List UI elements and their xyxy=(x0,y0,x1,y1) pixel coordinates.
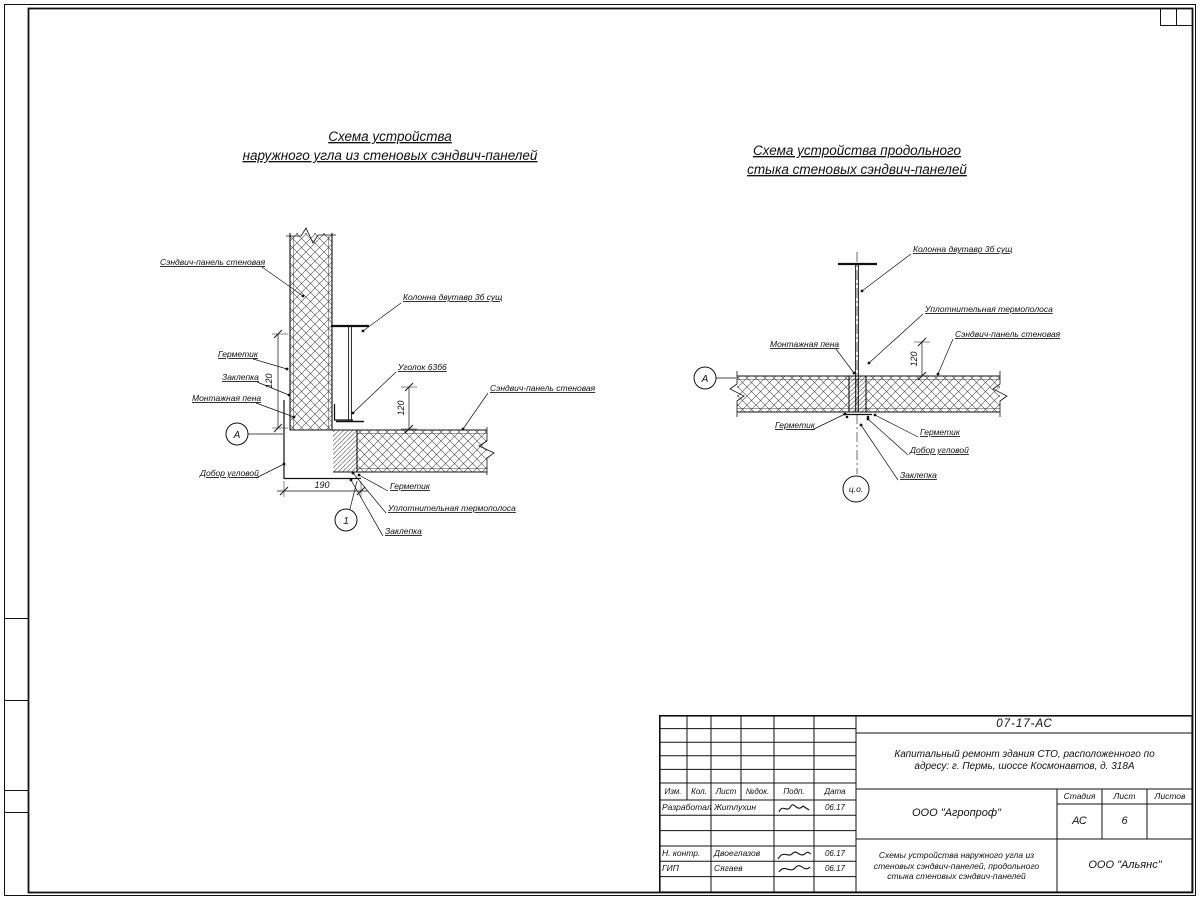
label-corner-trim: Добор угловой xyxy=(199,468,259,478)
title-block-grid xyxy=(659,715,1193,893)
marker-node-a: А xyxy=(233,430,241,441)
corner-detail-leaders xyxy=(252,266,489,537)
label-column-beam-right: Колонна двутавр 3б сущ xyxy=(913,244,1012,254)
tb-sheet-title: Схемы устройства наружного угла из стено… xyxy=(873,850,1040,882)
tb-header-ndok: №док. xyxy=(745,786,770,796)
tb-role-developer: Разработал xyxy=(662,802,712,813)
tb-signature-gip xyxy=(774,861,814,876)
dim-120-left: 120 xyxy=(264,373,274,388)
marker-node-1: 1 xyxy=(343,516,349,527)
label-sealant-left-right: Герметик xyxy=(775,420,816,430)
joint-detail-diagram: Схема устройства продольного стыка стено… xyxy=(693,143,1061,503)
tb-header-kol: Кол. xyxy=(691,786,707,796)
tb-header-data: Дата xyxy=(824,786,846,796)
corner-detail-geometry xyxy=(283,227,495,480)
tb-stage-header: Стадия xyxy=(1063,791,1096,802)
left-title-line2: наружного угла из стеновых сэндвич-панел… xyxy=(243,148,538,163)
corner-detail-diagram: Схема устройства наружного угла из стено… xyxy=(160,129,596,537)
right-title-line1: Схема устройства продольного xyxy=(753,143,962,158)
label-sandwich-panel-right: Сэндвич-панель стеновая xyxy=(490,383,596,393)
tb-name-ncontrol: Двоеглазов xyxy=(714,848,761,859)
tb-name-gip: Сягаев xyxy=(714,863,743,874)
dim-120-thickness: 120 xyxy=(909,351,919,366)
label-sealant-right-right: Герметик xyxy=(920,427,961,437)
label-corner-trim-right: Добор угловой xyxy=(909,445,969,455)
right-title-line2: стыка стеновых сэндвич-панелей xyxy=(747,162,967,177)
joint-detail-dimensions xyxy=(914,337,930,381)
tb-name-developer: Житлухин xyxy=(714,802,757,813)
label-thermal-strip-right: Уплотнительная термополоса xyxy=(924,304,1053,314)
dim-120-right: 120 xyxy=(396,400,406,415)
joint-detail-markers xyxy=(693,366,870,503)
tb-header-izm: Изм. xyxy=(664,786,682,796)
title-block: Изм. Кол. Лист №док. Подп. Дата Разработ… xyxy=(659,715,1193,893)
tb-date-developer: 06.17 xyxy=(824,802,846,812)
tb-date-gip: 06.17 xyxy=(824,863,846,873)
tb-doc-code: 07-17-АС xyxy=(996,717,1053,730)
marker-node-co: ц.о. xyxy=(849,484,863,494)
label-mounting-foam: Монтажная пена xyxy=(192,393,261,403)
label-rivet-left: Заклепка xyxy=(222,372,259,382)
sheet-frame xyxy=(4,4,1196,896)
tb-header-list: Лист xyxy=(715,786,737,796)
joint-detail-leaders xyxy=(811,253,954,481)
tb-org-bottom: ООО "Альянс" xyxy=(1088,859,1162,872)
label-sandwich-panel-joint: Сэндвич-панель стеновая xyxy=(955,329,1061,339)
label-thermal-strip: Уплотнительная термополоса xyxy=(387,503,516,513)
tb-org-top: ООО "Агропроф" xyxy=(911,807,1001,820)
tb-header-podp: Подп. xyxy=(783,786,805,796)
corner-detail-dimensions xyxy=(272,329,417,497)
signature-icon xyxy=(778,803,810,812)
tb-stage-value: АС xyxy=(1072,814,1087,827)
signature-icon xyxy=(777,851,811,859)
tb-signature-developer xyxy=(774,800,814,815)
label-sealant-left: Герметик xyxy=(218,349,259,359)
marker-node-a-right: А xyxy=(701,374,709,385)
label-sandwich-panel-top: Сэндвич-панель стеновая xyxy=(160,257,266,267)
label-mounting-foam-right: Монтажная пена xyxy=(770,339,839,349)
tb-sheet-value: 6 xyxy=(1121,814,1128,827)
label-column-beam: Колонна двутавр 3б сущ xyxy=(403,292,502,302)
label-angle-63: Уголок 63б6 xyxy=(397,362,447,372)
tb-signature-ncontrol xyxy=(774,846,814,861)
label-rivet-bottom: Заклепка xyxy=(385,526,422,536)
tb-date-ncontrol: 06.17 xyxy=(824,848,846,858)
tb-sheets-total-value xyxy=(1147,804,1193,839)
tb-sheets-total-header: Листов xyxy=(1154,791,1186,802)
tb-sheet-header: Лист xyxy=(1113,791,1136,802)
signature-icon xyxy=(778,864,811,872)
left-title-line1: Схема устройства xyxy=(328,129,452,144)
dim-190-bottom: 190 xyxy=(314,480,329,490)
label-sealant-bottom: Герметик xyxy=(390,481,431,491)
label-rivet-right: Заклепка xyxy=(900,470,937,480)
corner-detail-markers xyxy=(225,422,358,532)
tb-role-ncontrol: Н. контр. xyxy=(662,848,701,859)
tb-role-gip: ГИП xyxy=(662,863,679,874)
joint-detail-geometry xyxy=(729,252,1008,474)
tb-project-name: Капитальный ремонт здания СТО, расположе… xyxy=(894,748,1155,773)
